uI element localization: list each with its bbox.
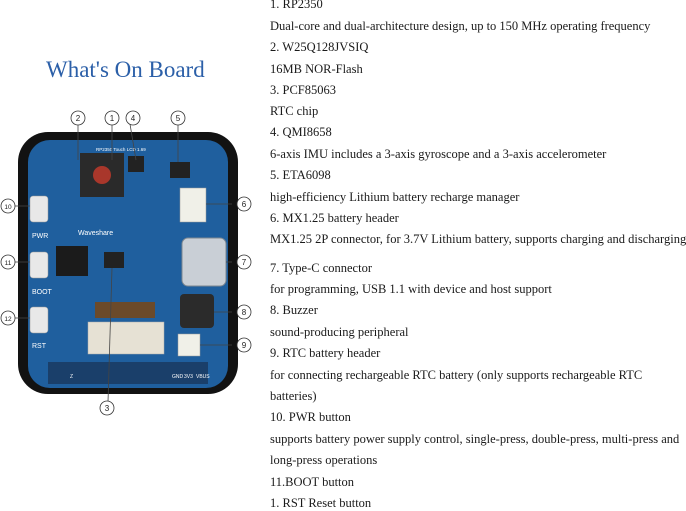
callout-6: 6 [242,200,247,209]
spec-line: 6-axis IMU includes a 3-axis gyroscope a… [270,147,607,161]
spec-line: sound-producing peripheral [270,325,409,339]
callout-4: 4 [131,114,136,123]
spec-line: 1. RST Reset button [270,496,372,510]
spec-line: MX1.25 2P connector, for 3.7V Lithium ba… [270,232,686,246]
pin-silk-vbus: VBUS [196,374,210,380]
pwr-silk: PWR [32,233,48,240]
callout-9: 9 [242,341,247,350]
rst-button [29,306,49,334]
model-silk: RP2350 Touch LCD 1.69 [96,147,146,152]
brand-silk: Waveshare [78,230,113,237]
charger-chip [170,162,190,178]
callout-5: 5 [176,114,181,123]
callout-7: 7 [242,258,247,267]
spec-line: 8. Buzzer [270,303,318,317]
spec-line: 5. ETA6098 [270,168,331,182]
page-title: What's On Board [46,57,205,82]
spec-line: 3. PCF85063 [270,83,336,97]
callout-12: 12 [4,316,12,323]
spec-line: 11.BOOT button [270,475,355,489]
spec-line: supports battery power supply control, s… [270,432,680,446]
type-c-connector [181,237,227,287]
spec-line: RTC chip [270,104,319,118]
callout-1: 1 [110,114,115,123]
spec-line: 7. Type-C connector [270,261,372,275]
raspberry-logo [93,166,111,184]
spec-line: 1. RP2350 [270,0,323,11]
pin-silk-3v3: 3V3 [184,374,193,380]
spec-line: 6. MX1.25 battery header [270,211,399,225]
spec-line: high-efficiency Lithium battery recharge… [270,190,520,204]
pin-edge [48,362,208,384]
pin-silk-z: Z [70,374,73,380]
rst-silk: RST [32,343,47,350]
fpc-cable [87,321,165,355]
spec-line: long-press operations [270,453,378,467]
buzzer [180,294,214,328]
board-illustration: PWR BOOT RST Waveshare RP2350 Touch LCD … [0,100,270,420]
spec-line: batteries) [270,389,317,403]
boot-button [29,251,49,279]
spec-line: 16MB NOR-Flash [270,62,363,76]
callout-11: 11 [5,260,12,267]
spec-line: for programming, USB 1.1 with device and… [270,282,552,296]
rtc-chip [104,252,124,268]
spec-line: 2. W25Q128JVSIQ [270,40,369,54]
spec-line: for connecting rechargeable RTC battery … [270,368,643,382]
spec-line: 10. PWR button [270,410,351,424]
fpc-connector [95,302,155,318]
battery-header [179,187,207,223]
callout-10: 10 [4,204,12,211]
pwr-button [29,195,49,223]
spec-line: 4. QMI8658 [270,125,332,139]
flash-chip [56,246,88,276]
spec-line: Dual-core and dual-architecture design, … [270,19,651,33]
rtc-battery-header [177,333,201,357]
pin-silk-gnd: GND [172,374,184,380]
callout-3: 3 [105,404,110,413]
board-svg: PWR BOOT RST Waveshare RP2350 Touch LCD … [0,110,252,416]
imu-chip [128,156,144,172]
pcb [28,140,228,388]
boot-silk: BOOT [32,289,53,296]
callout-2: 2 [76,114,81,123]
spec-line: 9. RTC battery header [270,346,381,360]
callout-8: 8 [242,308,247,317]
